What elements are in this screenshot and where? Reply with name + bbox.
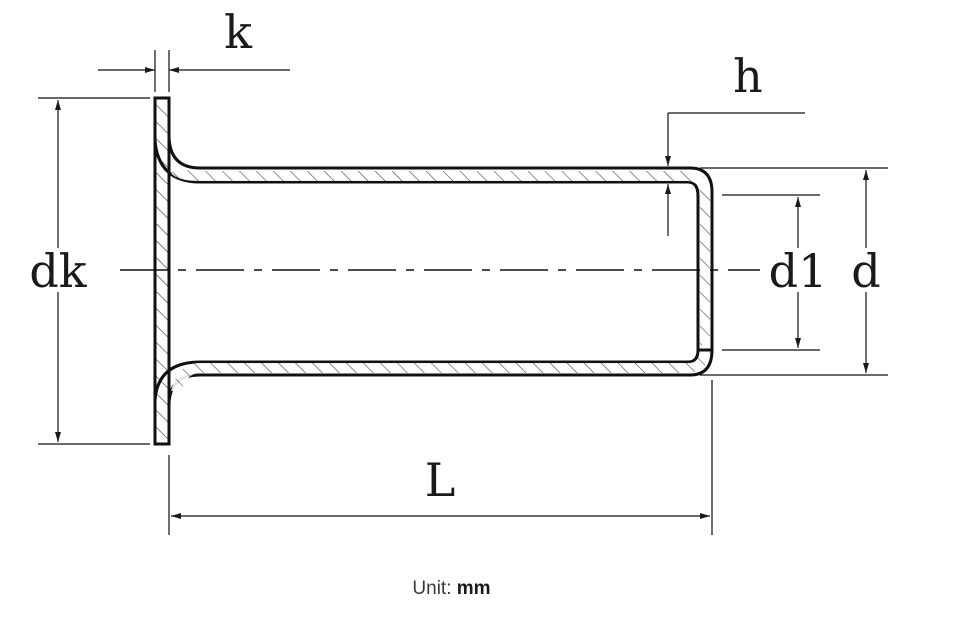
label-k: k: [224, 5, 253, 59]
label-d: d: [851, 244, 880, 298]
label-d1: d1: [769, 244, 828, 298]
unit-value: mm: [456, 578, 491, 599]
extension-lines: [38, 50, 888, 535]
label-L: L: [425, 453, 456, 507]
unit-prefix: Unit:: [412, 578, 452, 599]
label-dk: dk: [29, 244, 87, 298]
dimension-lines: [55, 67, 869, 519]
eyelet-part: [153, 96, 714, 446]
top-wall: [153, 98, 714, 352]
bottom-wall: [153, 349, 714, 444]
label-h: h: [733, 49, 763, 103]
unit-caption: Unit: mm: [0, 578, 903, 600]
flange: [153, 96, 171, 446]
